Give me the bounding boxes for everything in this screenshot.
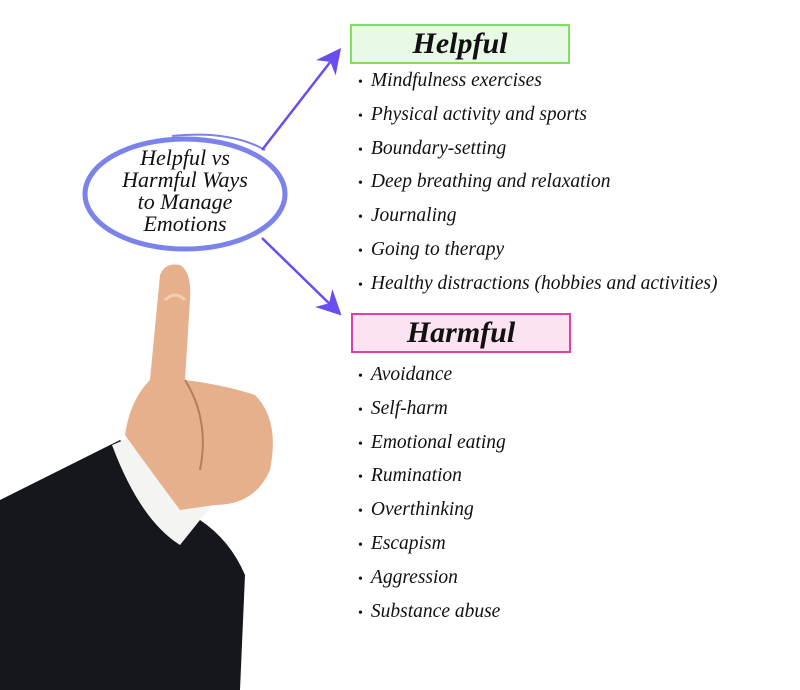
center-title: Helpful vs Harmful Ways to Manage Emotio… (95, 147, 275, 235)
list-item: Emotional eating (358, 426, 506, 460)
center-title-line: Emotions (143, 211, 227, 236)
ellipse-swash (171, 133, 266, 151)
list-item: Boundary-setting (358, 132, 718, 166)
list-item: Substance abuse (358, 595, 506, 629)
list-item: Overthinking (358, 493, 506, 527)
list-item: Mindfulness exercises (358, 64, 718, 98)
list-item: Going to therapy (358, 233, 718, 267)
harmful-heading: Harmful (351, 313, 571, 353)
center-title-line: Helpful vs (140, 145, 230, 170)
list-item: Healthy distractions (hobbies and activi… (358, 267, 718, 301)
list-item: Avoidance (358, 358, 506, 392)
center-title-line: Harmful Ways (122, 167, 248, 192)
list-item: Rumination (358, 459, 506, 493)
harmful-list: Avoidance Self-harm Emotional eating Rum… (358, 358, 506, 628)
list-item: Escapism (358, 527, 506, 561)
pointing-hand-illustration (0, 264, 273, 690)
helpful-list: Mindfulness exercises Physical activity … (358, 64, 718, 301)
arrow-to-harmful (261, 237, 342, 316)
list-item: Journaling (358, 199, 718, 233)
list-item: Deep breathing and relaxation (358, 165, 718, 199)
arrow-to-helpful (261, 48, 342, 151)
center-title-line: to Manage (137, 189, 233, 214)
list-item: Physical activity and sports (358, 98, 718, 132)
list-item: Self-harm (358, 392, 506, 426)
center-ellipse (82, 136, 288, 252)
helpful-heading: Helpful (350, 24, 570, 64)
list-item: Aggression (358, 561, 506, 595)
